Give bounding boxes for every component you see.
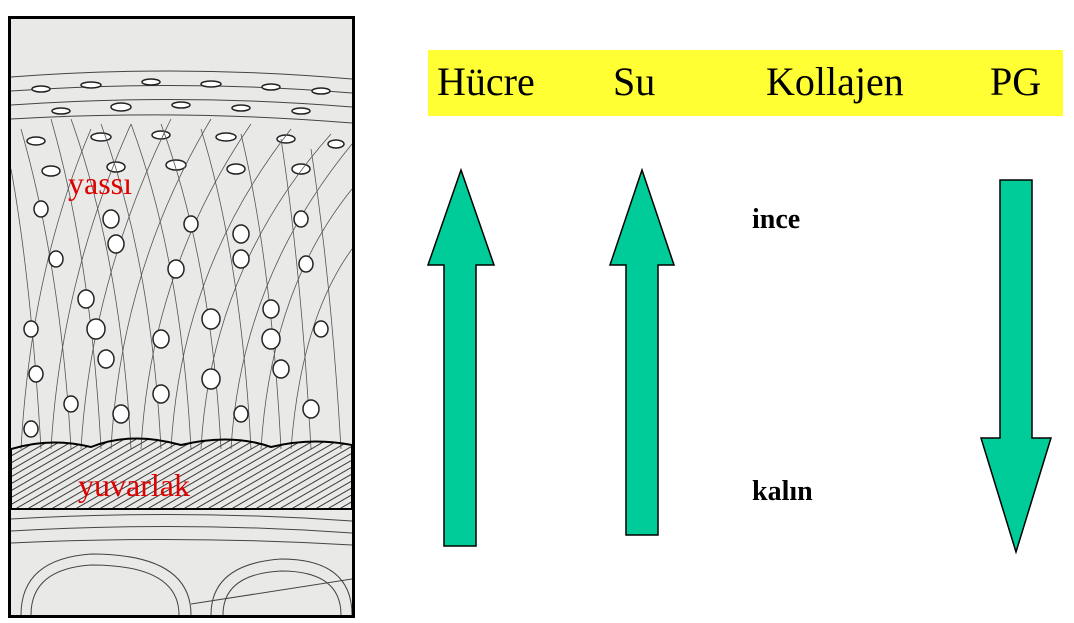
- pg-down-arrow: [981, 180, 1051, 552]
- su-up-arrow: [610, 170, 674, 535]
- collagen-thick-label: kalın: [752, 478, 813, 506]
- collagen-thin-label: ince: [752, 206, 800, 234]
- hucre-up-arrow: [428, 170, 494, 546]
